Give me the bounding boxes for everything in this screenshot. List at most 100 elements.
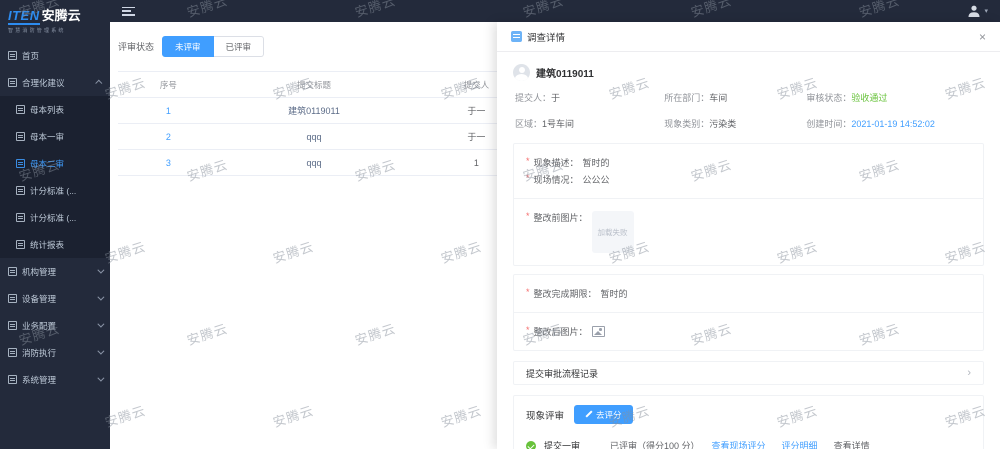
sidebar-item-label: 业务配置 [22, 320, 57, 331]
before-photo-thumbnail[interactable]: 加载失败 [591, 211, 634, 253]
chevron-down-icon [97, 320, 105, 328]
org-icon [8, 267, 17, 276]
table-cell: 2 [118, 123, 219, 150]
deadline-label: 整改完成期限： [533, 289, 597, 299]
info-value: 污染类 [709, 119, 737, 129]
required-mark: * [526, 325, 530, 335]
table-header-提交标题: 提交标题 [218, 71, 410, 98]
approval-record-collapse[interactable]: 提交审批流程记录 › [513, 361, 984, 385]
settings-icon [8, 375, 17, 384]
device-icon [8, 294, 17, 303]
menu-fold-icon[interactable] [122, 6, 135, 16]
sidebar-item-母本一审[interactable]: 母本一审 [0, 123, 110, 150]
info-label: 现象类别： [664, 119, 710, 129]
sidebar-item-label: 设备管理 [22, 293, 57, 304]
sidebar-item-label: 计分标准 (... [30, 212, 77, 223]
doc-icon [16, 159, 25, 168]
drawer-title: 调查详情 [527, 32, 566, 44]
table-cell: qqq [218, 149, 410, 176]
check-circle-icon [526, 440, 536, 449]
phenomenon-form: *现象描述：暂时的 *现场情况：公公公 * 整改前图片： 加载失败 [513, 143, 984, 266]
before-photo-label: 整改前图片： [533, 213, 588, 223]
review-title: 现象评审 [526, 410, 565, 422]
home-icon [8, 51, 17, 60]
filter-option-已评审[interactable]: 已评审 [213, 36, 265, 57]
review-stage-label: 提交一审 [544, 441, 581, 449]
review-status-label: 评审状态 [118, 42, 155, 52]
chevron-down-icon [97, 374, 105, 382]
after-photo-label: 整改后图片： [533, 327, 588, 337]
sidebar-menu: 首页合理化建议母本列表母本一审母本二审计分标准 (... 计分标准 (... 统计报… [0, 42, 110, 393]
sidebar-item-label: 首页 [22, 50, 40, 61]
field-value: 暂时的 [582, 158, 610, 168]
sidebar-item-label: 计分标准 (... [30, 185, 77, 196]
document-icon [511, 31, 522, 42]
sidebar-item-合理化建议[interactable]: 合理化建议 [0, 69, 110, 96]
table-header-序号: 序号 [118, 71, 219, 98]
sidebar-item-机构管理[interactable]: 机构管理 [0, 258, 110, 285]
info-label: 提交人： [515, 93, 552, 103]
sidebar-item-计分标准 (...[interactable]: 计分标准 (... [0, 204, 110, 231]
info-value: 1号车间 [542, 119, 575, 129]
required-mark: * [526, 287, 530, 297]
sidebar-item-系统管理[interactable]: 系统管理 [0, 366, 110, 393]
field-value: 公公公 [582, 175, 610, 185]
list-icon [16, 105, 25, 114]
go-score-button[interactable]: 去评分 [574, 405, 633, 424]
info-label: 所在部门： [664, 93, 710, 103]
sidebar-item-计分标准 (...[interactable]: 计分标准 (... [0, 177, 110, 204]
review-link-评分明细[interactable]: 评分明细 [781, 441, 818, 449]
info-value: 验收通过 [851, 93, 888, 103]
table-cell: qqq [218, 123, 410, 150]
info-value: 于 [551, 93, 561, 103]
record-info-提交人: 提交人：于 [515, 91, 664, 104]
table-cell: 建筑0119011 [218, 97, 410, 124]
review-link-查看现场评分[interactable]: 查看现场评分 [711, 441, 766, 449]
detail-drawer: 调查详情 × 建筑0119011 提交人：于所在部门：车间审核状态：验收通过区域… [497, 22, 1000, 449]
sidebar-item-母本二审[interactable]: 母本二审 [0, 150, 110, 177]
sidebar-item-设备管理[interactable]: 设备管理 [0, 285, 110, 312]
review-status-toggle: 未评审已评审 [162, 36, 265, 57]
sidebar-item-母本列表[interactable]: 母本列表 [0, 96, 110, 123]
logo-brand: ITEN [8, 8, 40, 25]
user-avatar-icon [968, 5, 980, 17]
sidebar-item-label: 母本列表 [30, 104, 65, 115]
sidebar-item-首页[interactable]: 首页 [0, 42, 110, 69]
record-info-现象类别: 现象类别：污染类 [664, 117, 806, 130]
broken-image-icon[interactable] [591, 326, 605, 337]
tree-icon [16, 213, 25, 222]
sidebar-item-label: 消防执行 [22, 347, 57, 358]
field-label: 现象描述： [533, 158, 579, 168]
sidebar-item-label: 合理化建议 [22, 77, 65, 88]
doc-icon [16, 132, 25, 141]
chevron-down-icon [97, 347, 105, 355]
logo-name: 安腾云 [41, 8, 81, 23]
chevron-down-icon: ▾ [984, 8, 988, 15]
topbar: ▾ [110, 0, 1000, 22]
form-field: *现象描述：暂时的 [526, 156, 971, 169]
table-cell: 1 [118, 97, 219, 124]
info-value: 2021-01-19 14:52:02 [851, 119, 935, 129]
sidebar: ITEN 安腾云 智慧消防管理系统 首页合理化建议母本列表母本一审母本二审计分标… [0, 0, 110, 449]
sidebar-item-label: 系统管理 [22, 374, 57, 385]
filter-option-未评审[interactable]: 未评审 [162, 36, 214, 57]
view-detail-link[interactable]: 查看详情 [833, 441, 870, 449]
suggest-icon [8, 78, 17, 87]
sidebar-item-消防执行[interactable]: 消防执行 [0, 339, 110, 366]
record-avatar [513, 64, 530, 81]
close-icon[interactable]: × [978, 29, 986, 44]
required-mark: * [526, 211, 530, 221]
form-field: *现场情况：公公公 [526, 173, 971, 186]
chevron-down-icon [97, 266, 105, 274]
sidebar-item-label: 母本二审 [30, 158, 65, 169]
field-label: 现场情况： [533, 175, 579, 185]
table-cell: 3 [118, 149, 219, 176]
sidebar-item-业务配置[interactable]: 业务配置 [0, 312, 110, 339]
sidebar-item-统计报表[interactable]: 统计报表 [0, 231, 110, 258]
record-title: 建筑0119011 [536, 69, 594, 80]
info-label: 审核状态： [806, 93, 852, 103]
user-menu[interactable]: ▾ [967, 4, 988, 18]
chevron-right-icon: › [967, 367, 971, 379]
sidebar-item-label: 母本一审 [30, 131, 65, 142]
